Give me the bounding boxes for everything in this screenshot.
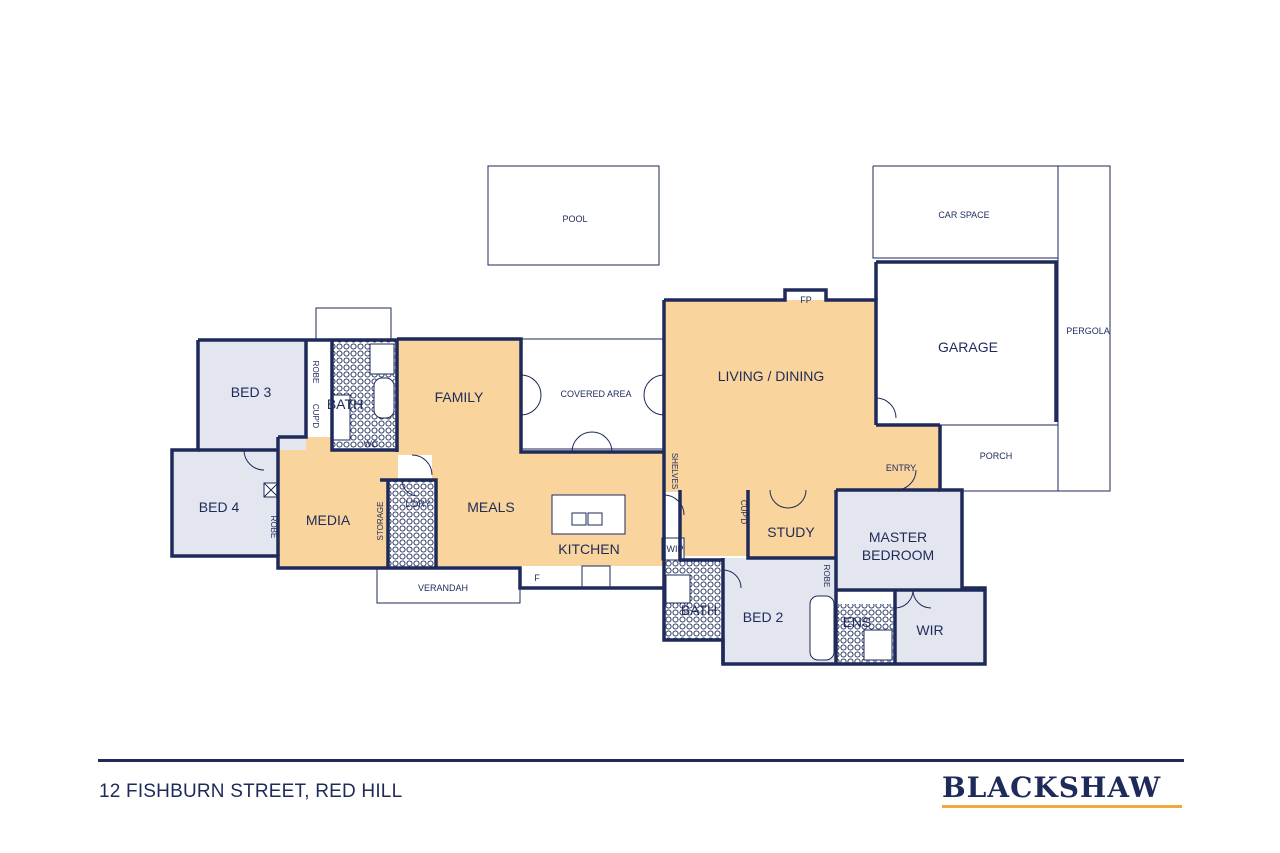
- label-study: STUDY: [767, 524, 815, 540]
- label-cupd-top: CUP'D: [311, 404, 320, 428]
- label-bath-top: BATH: [327, 396, 363, 412]
- room-labels: POOL CAR SPACE PERGOLA GARAGE FP LIVING …: [199, 210, 1110, 638]
- label-wip: WIP: [667, 544, 684, 554]
- label-media: MEDIA: [306, 512, 351, 528]
- walls: [170, 260, 1058, 666]
- label-bath-bottom: BATH: [681, 602, 717, 618]
- label-bed2: BED 2: [743, 609, 784, 625]
- label-shelves: SHELVES: [670, 453, 679, 489]
- label-verandah: VERANDAH: [418, 583, 468, 593]
- label-wc: WC: [364, 439, 379, 449]
- label-living-dining: LIVING / DINING: [718, 368, 825, 384]
- label-garage: GARAGE: [938, 339, 998, 355]
- label-master-line1: MASTER: [869, 529, 927, 545]
- label-f: F: [534, 573, 540, 583]
- label-car-space: CAR SPACE: [938, 210, 989, 220]
- property-address: 12 FISHBURN STREET, RED HILL: [99, 781, 403, 802]
- label-robe-top: ROBE: [311, 361, 320, 384]
- brand-underline: [942, 805, 1182, 808]
- footer-divider: [98, 759, 1184, 762]
- label-master-line2: BEDROOM: [862, 547, 934, 563]
- pergola-outline: [1058, 165, 1111, 492]
- label-fp: FP: [800, 295, 812, 305]
- label-meals: MEALS: [467, 499, 514, 515]
- label-cupd-mid: CUP'D: [739, 500, 748, 524]
- label-storage: STORAGE: [376, 502, 385, 541]
- fixtures: [263, 343, 893, 661]
- brand-name: BLACKSHAW: [942, 771, 1162, 804]
- label-entry: ENTRY: [886, 463, 916, 473]
- label-pool: POOL: [562, 214, 587, 224]
- label-kitchen: KITCHEN: [558, 541, 619, 557]
- label-bed3: BED 3: [231, 384, 272, 400]
- label-pergola: PERGOLA: [1066, 326, 1110, 336]
- label-robe-left: ROBE: [269, 516, 278, 539]
- brand-logo: BLACKSHAW: [942, 772, 1184, 808]
- label-covered-area: COVERED AREA: [560, 389, 631, 399]
- label-wir: WIR: [916, 622, 943, 638]
- label-ens: ENS: [843, 614, 872, 630]
- label-family: FAMILY: [435, 389, 484, 405]
- label-bed4: BED 4: [199, 499, 240, 515]
- label-porch: PORCH: [980, 451, 1013, 461]
- door-swings: [243, 374, 941, 609]
- pool-outline: [487, 165, 660, 266]
- label-robe-right: ROBE: [822, 565, 831, 588]
- label-ldry: L'DRY: [405, 499, 431, 509]
